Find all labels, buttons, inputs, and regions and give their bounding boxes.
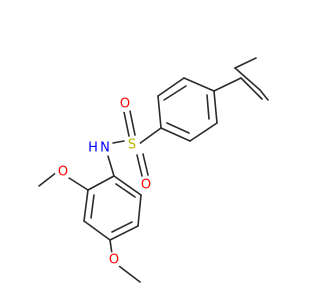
sulfur-atom: S bbox=[124, 137, 140, 153]
bond-ring2-double-2 bbox=[111, 221, 133, 233]
bond-s-o-bottom-2 bbox=[142, 153, 149, 176]
bond-ring2-f bbox=[113, 175, 142, 196]
bond-ring1-b bbox=[157, 77, 185, 97]
hydrogen-label: H bbox=[88, 141, 98, 156]
bond-ring2-o4 bbox=[109, 239, 113, 255]
oxygen-methoxy-4-label: O bbox=[109, 253, 119, 268]
bond-ring2-double-1 bbox=[90, 194, 95, 219]
molecule-drawing: S O O N H O O bbox=[38, 57, 269, 283]
atom-labels: S O O N H O O bbox=[55, 96, 154, 268]
bond-s-o-bottom-1 bbox=[136, 154, 143, 177]
bond-o2-methyl bbox=[38, 171, 58, 187]
bond-ring1-f bbox=[213, 90, 218, 124]
oxygen-bottom-label: O bbox=[141, 178, 151, 193]
bond-ring2-b bbox=[83, 189, 89, 222]
bond-ring2-double-3 bbox=[115, 183, 136, 198]
bond-methyl bbox=[240, 77, 263, 100]
bond-ring2-c bbox=[83, 220, 111, 241]
bond-ring1-double-2 bbox=[166, 122, 190, 134]
bond-ring2-e bbox=[137, 194, 142, 227]
bond-ring1-c bbox=[157, 95, 162, 129]
bond-ring1-sulfur bbox=[138, 127, 162, 145]
bond-ethyl-methylene bbox=[234, 67, 261, 91]
oxygen-bottom-atom: O bbox=[138, 177, 154, 193]
oxygen-methoxy-2-label: O bbox=[58, 165, 68, 180]
bond-ring1-a bbox=[183, 77, 215, 92]
bond-ring2-d bbox=[109, 225, 139, 241]
bond-s-n bbox=[112, 140, 125, 144]
oxygen-methoxy-2-atom: O bbox=[55, 164, 71, 180]
bond-ring2-o2 bbox=[68, 177, 89, 191]
bond-ring1-double-3 bbox=[206, 94, 210, 120]
bond-n-ring2 bbox=[107, 155, 115, 177]
nitrogen-atom: N H bbox=[88, 140, 113, 156]
bond-ethyl-terminal bbox=[234, 57, 257, 69]
oxygen-top-label: O bbox=[120, 97, 130, 112]
structure-canvas: S O O N H O O bbox=[38, 57, 269, 283]
bond-methine-methyl bbox=[259, 89, 269, 101]
bond-ring1-e bbox=[189, 122, 218, 142]
bond-o4-methyl bbox=[118, 265, 141, 283]
bond-ring1-double-1 bbox=[163, 85, 187, 101]
oxygen-top-atom: O bbox=[117, 96, 133, 112]
sulfur-label: S bbox=[128, 138, 136, 153]
bonds bbox=[38, 57, 269, 283]
bond-ring2-a bbox=[87, 175, 115, 191]
nitrogen-label: N bbox=[100, 141, 110, 156]
bond-methine-ring bbox=[213, 77, 242, 92]
bond-s-o-top-1 bbox=[123, 111, 130, 137]
bond-s-o-top-2 bbox=[129, 110, 136, 136]
bond-ring1-d bbox=[160, 127, 191, 142]
oxygen-methoxy-4-atom: O bbox=[106, 252, 122, 268]
